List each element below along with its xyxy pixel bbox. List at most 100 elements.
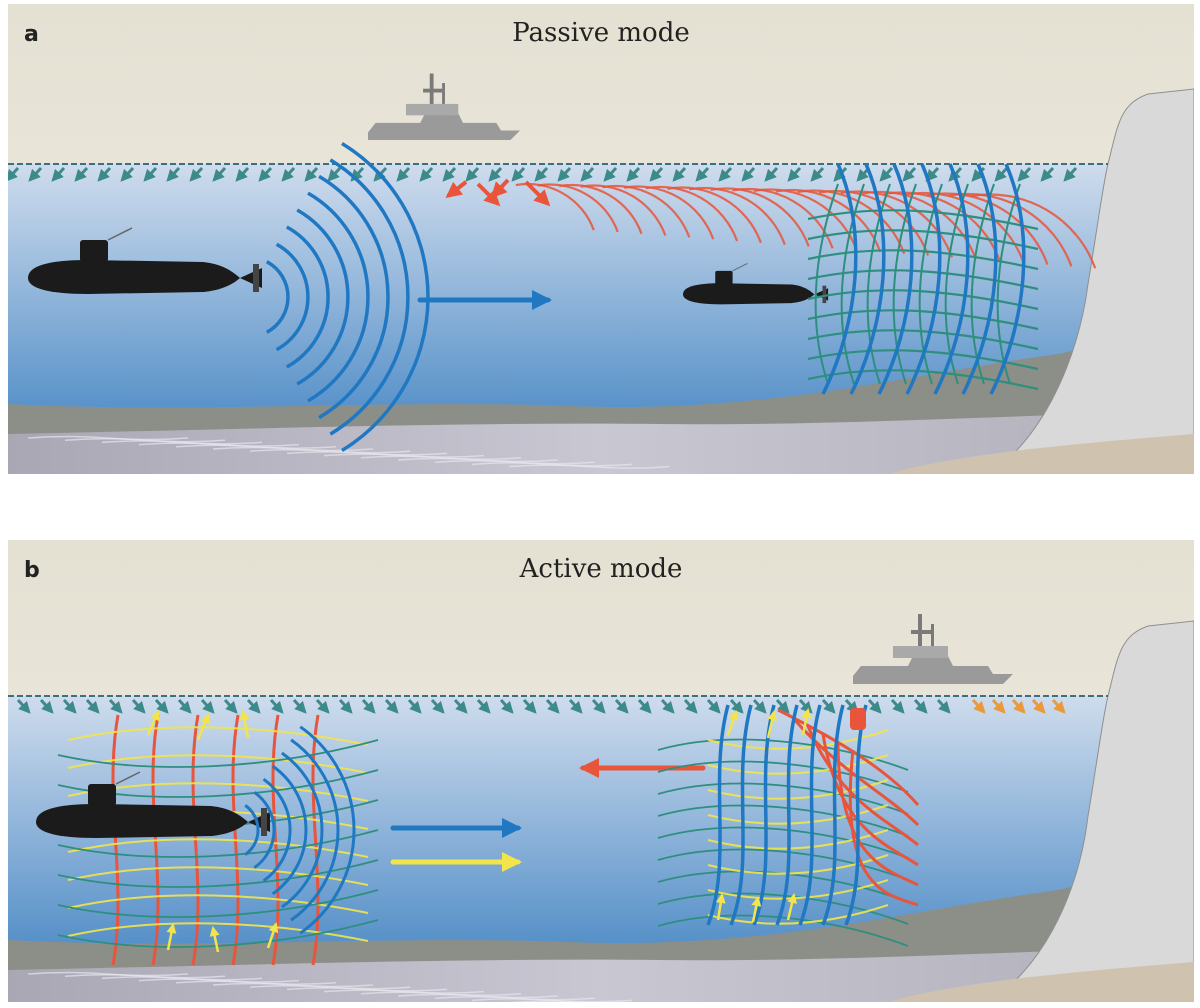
surface-noise-arrow	[1017, 166, 1032, 182]
surface-noise-arrow	[741, 166, 756, 182]
surface-noise-arrow	[212, 166, 227, 182]
received-wavefront	[775, 704, 799, 926]
received-wavefront	[989, 163, 1026, 395]
surface-noise-arrow	[672, 166, 687, 182]
ship-noise-arrow	[445, 180, 468, 198]
ship-noise-wave	[927, 192, 1049, 265]
surface-noise-arrow	[74, 166, 89, 182]
surface-noise-arrow	[442, 166, 457, 182]
surface-noise-arrow	[649, 166, 664, 182]
received-wavefront	[905, 163, 942, 395]
sound-wavefront	[275, 242, 310, 352]
surface-noise-arrow	[281, 166, 296, 182]
ship-noise-wave	[688, 186, 786, 245]
surface-noise-arrow	[419, 166, 434, 182]
ambient-noise-line	[657, 760, 909, 793]
echo-wave	[707, 804, 889, 825]
surface-noise-arrow	[407, 698, 422, 714]
active-mode-diagram	[8, 540, 1194, 1002]
ambient-noise-line	[57, 829, 379, 858]
ping-wavefront	[821, 733, 919, 867]
surface-noise-arrow	[62, 698, 77, 714]
echo-arrow	[166, 923, 177, 951]
echo-arrow	[266, 922, 279, 949]
surface-noise-arrow	[522, 698, 537, 714]
surface-noise-arrow	[361, 698, 376, 714]
surface-noise-arrow	[637, 698, 652, 714]
echo-arrow	[786, 893, 797, 921]
surface-noise-arrow	[867, 698, 882, 714]
surface-noise-arrow	[396, 166, 411, 182]
ambient-noise-line	[807, 249, 1039, 271]
received-wavefront	[877, 163, 914, 395]
surface-noise-arrow	[752, 698, 767, 714]
shore-cliff	[987, 88, 1194, 474]
ship-noise-wave	[580, 184, 667, 236]
received-wavefront	[849, 163, 886, 395]
echo-arrow	[766, 710, 778, 739]
sound-wavefront	[307, 191, 370, 403]
surface-noise-arrow	[626, 166, 641, 182]
sediment-streak	[508, 1000, 669, 1002]
ambient-noise-line	[814, 183, 839, 385]
surface-noise-arrow	[85, 698, 100, 714]
surface-noise-arrow	[971, 698, 986, 714]
surface-noise-arrow	[557, 166, 572, 182]
surface-noise-arrow	[718, 166, 733, 182]
passive-mode-diagram	[8, 4, 1194, 474]
ship-noise-wave	[710, 187, 810, 247]
echo-wave	[67, 838, 369, 858]
panel-b-label: b	[24, 558, 40, 583]
ambient-noise-line	[807, 289, 1039, 311]
surface-noise-arrow	[1040, 166, 1055, 182]
surface-noise-arrow	[8, 166, 20, 182]
ship-noise-wave	[559, 183, 643, 235]
echo-wave	[707, 904, 889, 925]
ping-wavefront	[848, 749, 919, 907]
sound-wavefront	[296, 208, 350, 386]
panel-a-title: Passive mode	[512, 18, 690, 48]
ship-noise-wave	[667, 186, 762, 244]
surface-noise-arrow	[292, 698, 307, 714]
ambient-noise-line	[57, 859, 379, 888]
ambient-noise-line	[807, 229, 1039, 251]
received-wavefront	[798, 704, 822, 926]
ambient-noise-line	[807, 209, 1039, 231]
ping-wavefront	[836, 741, 919, 887]
returning-wavefront	[281, 751, 324, 909]
surface-noise-arrow	[16, 698, 31, 714]
panel-b-title: Active mode	[519, 554, 683, 584]
received-wavefront	[821, 163, 858, 395]
surface-noise-arrow	[453, 698, 468, 714]
surface-noise-arrow	[660, 698, 675, 714]
surface-noise-arrow	[499, 698, 514, 714]
ship-noise-wave	[797, 189, 906, 255]
submarine-icon	[36, 771, 270, 838]
surface-noise-arrow	[534, 166, 549, 182]
ambient-noise-line	[944, 183, 969, 385]
ship-icon	[368, 73, 520, 140]
ship-noise-wave	[905, 191, 1025, 264]
sonar-transducer-icon	[850, 708, 866, 730]
ship-noise-arrow	[524, 180, 551, 207]
surface-noise-arrow	[695, 166, 710, 182]
surface-noise-arrow	[28, 166, 43, 182]
ambient-noise-line	[807, 329, 1039, 351]
received-wavefront	[821, 704, 845, 926]
echo-arrow	[196, 713, 210, 741]
surface-noise-arrow	[890, 698, 905, 714]
surface-noise-arrow	[154, 698, 169, 714]
surface-noise-arrow	[120, 166, 135, 182]
surface-noise-arrow	[51, 166, 66, 182]
surface-noise-arrow	[787, 166, 802, 182]
surface-noise-arrow	[683, 698, 698, 714]
ship-noise-wave	[623, 185, 715, 240]
sound-wavefront	[285, 225, 330, 369]
surface-noise-arrow	[384, 698, 399, 714]
panel-b: b Active mode	[8, 540, 1194, 1002]
echo-arrow	[209, 926, 220, 953]
surface-noise-arrow	[511, 166, 526, 182]
ambient-noise-line	[657, 804, 909, 837]
ship-noise-wave	[537, 183, 619, 233]
surface-noise-arrow	[39, 698, 54, 714]
